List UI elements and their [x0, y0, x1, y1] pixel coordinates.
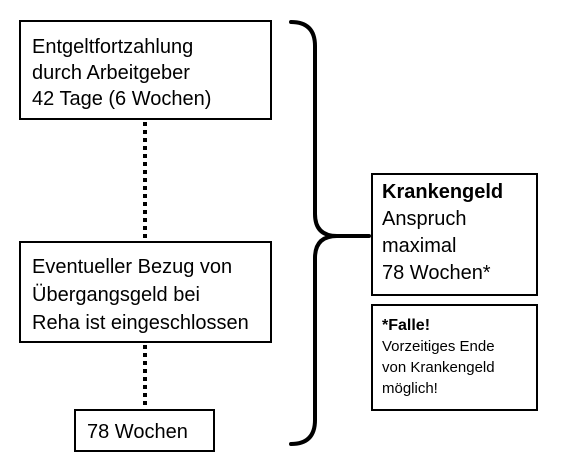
falle-line-1: Vorzeitiges Ende [382, 338, 495, 355]
78-wochen-text: 78 Wochen [87, 421, 188, 443]
krankengeld-box: Krankengeld Anspruch maximal 78 Wochen* [371, 173, 538, 296]
entgeltfortzahlung-line-2: durch Arbeitgeber [32, 62, 190, 84]
krankengeld-title: Krankengeld [382, 181, 504, 203]
uebergangsgeld-line-1: Eventueller Bezug von [32, 256, 233, 278]
entgeltfortzahlung-line-1: Entgeltfortzahlung [32, 36, 194, 58]
uebergangsgeld-box: Eventueller Bezug von Übergangsgeld bei … [19, 241, 272, 343]
krankengeld-line-3: 78 Wochen* [382, 262, 491, 284]
entgeltfortzahlung-box: Entgeltfortzahlung durch Arbeitgeber 42 … [19, 20, 272, 120]
uebergangsgeld-line-2: Übergangsgeld bei [32, 284, 200, 306]
entgeltfortzahlung-line-3: 42 Tage (6 Wochen) [32, 88, 212, 110]
krankengeld-line-2: maximal [382, 235, 457, 257]
uebergangsgeld-line-3: Reha ist eingeschlossen [32, 312, 249, 334]
78-wochen-box: 78 Wochen [74, 409, 215, 452]
falle-title: *Falle! [382, 317, 431, 334]
krankengeld-line-1: Anspruch [382, 208, 467, 230]
falle-box: *Falle! Vorzeitiges Ende von Krankengeld… [371, 304, 538, 411]
curly-brace [289, 20, 371, 446]
falle-line-3: möglich! [382, 380, 438, 397]
falle-line-2: von Krankengeld [382, 359, 495, 376]
